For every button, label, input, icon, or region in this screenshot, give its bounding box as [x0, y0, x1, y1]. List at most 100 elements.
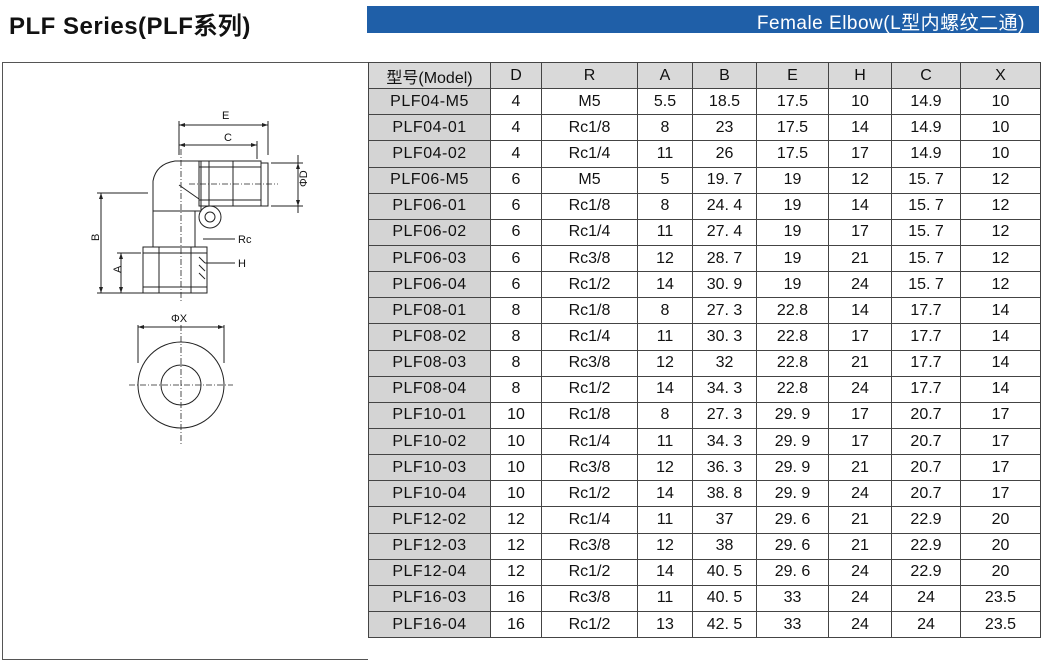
table-cell: 22.9 — [891, 532, 961, 560]
table-cell: Rc1/8 — [541, 401, 638, 429]
table-cell: 18.5 — [692, 88, 757, 116]
table-cell: 15. 7 — [891, 192, 961, 220]
model-cell: PLF06-M5 — [368, 166, 491, 194]
table-cell: 6 — [490, 218, 542, 246]
table-cell: 23 — [692, 114, 757, 142]
table-cell: 14 — [960, 323, 1041, 351]
table-cell: 19 — [756, 271, 829, 299]
label-b: B — [90, 234, 102, 241]
table-cell: 29. 9 — [756, 401, 829, 429]
table-cell: 17 — [828, 218, 892, 246]
table-cell: 29. 6 — [756, 532, 829, 560]
table-cell: 22.8 — [756, 297, 829, 325]
model-cell: PLF08-01 — [368, 297, 491, 325]
table-cell: 10 — [960, 88, 1041, 116]
table-cell: Rc1/2 — [541, 480, 638, 508]
table-cell: 12 — [490, 532, 542, 560]
table-cell: Rc1/2 — [541, 558, 638, 586]
table-cell: 28. 7 — [692, 244, 757, 273]
table-cell: 29. 6 — [756, 506, 829, 534]
column-header: D — [490, 61, 542, 90]
table-cell: 8 — [637, 401, 693, 429]
table-cell: 12 — [960, 218, 1041, 246]
column-header: B — [692, 61, 757, 90]
table-cell: 17.7 — [891, 297, 961, 325]
column-header: X — [960, 61, 1041, 90]
table-cell: 12 — [960, 192, 1041, 220]
model-cell: PLF16-04 — [368, 610, 491, 639]
model-cell: PLF06-01 — [368, 192, 491, 220]
table-cell: 24. 4 — [692, 192, 757, 220]
table-cell: 10 — [960, 140, 1041, 168]
table-cell: 17 — [828, 401, 892, 429]
table-cell: 22.8 — [756, 375, 829, 403]
table-cell: Rc1/4 — [541, 506, 638, 534]
table-cell: Rc1/4 — [541, 427, 638, 456]
table-cell: 4 — [490, 88, 542, 116]
table-cell: 17 — [960, 454, 1041, 482]
table-cell: 14 — [960, 375, 1041, 403]
table-cell: 12 — [637, 244, 693, 273]
table-cell: 12 — [960, 271, 1041, 299]
table-cell: 11 — [637, 584, 693, 612]
table-cell: M5 — [541, 88, 638, 116]
table-cell: 17.7 — [891, 323, 961, 351]
label-c: C — [224, 132, 232, 144]
table-cell: 37 — [692, 506, 757, 534]
table-cell: 33 — [756, 610, 829, 639]
table-cell: 30. 9 — [692, 271, 757, 299]
table-cell: 5.5 — [637, 88, 693, 116]
table-cell: Rc1/8 — [541, 114, 638, 142]
table-cell: 14 — [828, 114, 892, 142]
table-cell: 12 — [490, 558, 542, 586]
table-cell: 15. 7 — [891, 166, 961, 194]
table-cell: 8 — [490, 323, 542, 351]
table-cell: 10 — [490, 454, 542, 482]
table-cell: Rc1/2 — [541, 610, 638, 639]
model-cell: PLF04-01 — [368, 114, 491, 142]
table-cell: 14 — [828, 192, 892, 220]
table-cell: 17 — [960, 427, 1041, 456]
model-cell: PLF08-04 — [368, 375, 491, 403]
table-cell: 38. 8 — [692, 480, 757, 508]
table-cell: 11 — [637, 218, 693, 246]
table-cell: 29. 6 — [756, 558, 829, 586]
table-cell: 17 — [960, 401, 1041, 429]
table-cell: 17.7 — [891, 349, 961, 377]
table-cell: 12 — [828, 166, 892, 194]
table-cell: 34. 3 — [692, 427, 757, 456]
table-cell: 22.9 — [891, 558, 961, 586]
elbow-drawing: E C ΦD B A Rc H ΦX — [90, 110, 310, 445]
table-cell: 10 — [490, 401, 542, 429]
release-collar-outline — [260, 162, 269, 207]
table-cell: 4 — [490, 114, 542, 142]
table-cell: 30. 3 — [692, 323, 757, 351]
table-cell: 38 — [692, 532, 757, 560]
table-cell: 26 — [692, 140, 757, 168]
table-cell: 11 — [637, 140, 693, 168]
label-phi-x: ΦX — [171, 313, 188, 325]
model-cell: PLF06-02 — [368, 218, 491, 246]
table-cell: 17.5 — [756, 140, 829, 168]
table-cell: 15. 7 — [891, 244, 961, 273]
table-cell: 24 — [828, 584, 892, 612]
table-cell: 8 — [637, 192, 693, 220]
table-cell: Rc1/2 — [541, 271, 638, 299]
hex-nut-outline — [142, 246, 208, 294]
table-cell: 22.9 — [891, 506, 961, 534]
table-cell: 17 — [960, 480, 1041, 508]
table-cell: 27. 3 — [692, 297, 757, 325]
model-cell: PLF08-02 — [368, 323, 491, 351]
